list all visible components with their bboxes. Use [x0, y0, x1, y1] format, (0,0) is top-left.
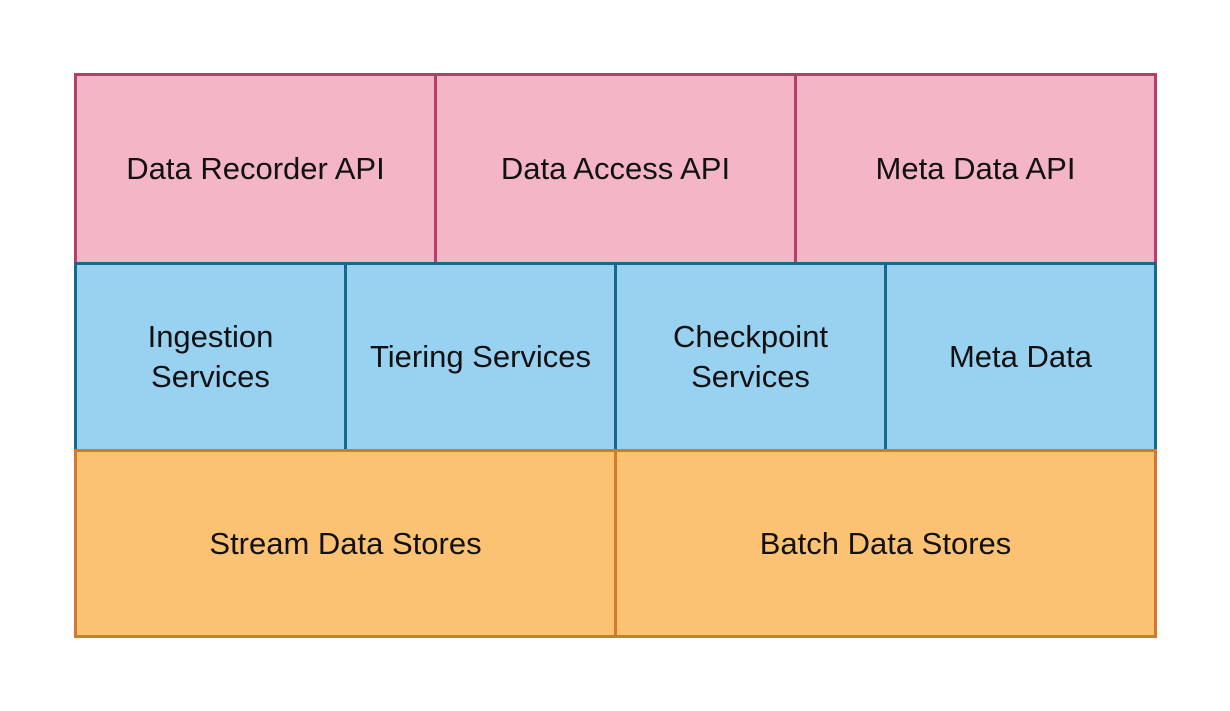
meta-data-box: Meta Data — [884, 262, 1157, 452]
tiering-services-label: Tiering Services — [369, 339, 592, 374]
checkpoint-services-label: Checkpoint Services — [672, 319, 829, 394]
checkpoint-services-box: Checkpoint Services — [614, 262, 887, 452]
tiering-services-box: Tiering Services — [344, 262, 617, 452]
data-access-api-box: Data Access API — [434, 73, 797, 265]
data-recorder-api-label: Data Recorder API — [126, 151, 385, 186]
data-recorder-api-box: Data Recorder API — [74, 73, 437, 265]
ingestion-services-box: Ingestion Services — [74, 262, 347, 452]
stream-data-stores-label: Stream Data Stores — [209, 525, 482, 561]
batch-data-stores-label: Batch Data Stores — [759, 525, 1012, 561]
ingestion-services-label: Ingestion Services — [147, 319, 274, 394]
meta-data-api-label: Meta Data API — [875, 151, 1076, 186]
meta-data-api-box: Meta Data API — [794, 73, 1157, 265]
meta-data-label: Meta Data — [948, 339, 1092, 374]
stream-data-stores-box: Stream Data Stores — [74, 449, 617, 638]
batch-data-stores-box: Batch Data Stores — [614, 449, 1157, 638]
data-access-api-label: Data Access API — [500, 151, 731, 186]
